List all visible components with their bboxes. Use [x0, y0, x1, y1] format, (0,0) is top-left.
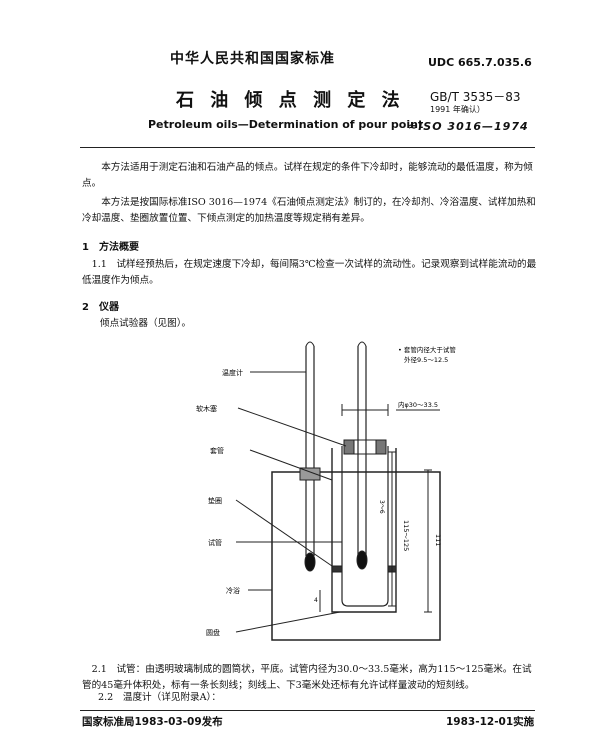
- leader-jacket: [249, 449, 333, 481]
- jacket-tube: [331, 448, 397, 613]
- test-thermometer: [357, 346, 367, 556]
- dim-inner-diameter: 内φ30～33.5: [398, 400, 438, 409]
- clause-2-1: 2.1 试管：由透明玻璃制成的圆筒状，平底。试管内径为30.0～33.5毫米，高…: [82, 664, 532, 691]
- leader-cork: [237, 407, 347, 447]
- cooling-bath: [271, 471, 441, 641]
- label-disk: 圆盘: [206, 628, 220, 637]
- note-jacket-diameter: • 套管内径大于试管: [398, 345, 456, 354]
- issuing-org: 中华人民共和国国家标准: [170, 51, 335, 67]
- gb-revision: 1991 年确认）: [430, 105, 485, 114]
- section-2-heading: 2 仪器: [82, 302, 119, 313]
- english-title: Petroleum oils—Determination of pour poi…: [148, 118, 424, 131]
- dim-111: 111: [434, 534, 442, 546]
- dim-4: 4: [314, 597, 318, 604]
- leader-disk: [235, 611, 341, 633]
- clause-2-2: 2.2 温度计（详见附录A）：: [98, 692, 221, 703]
- label-jacket: 套管: [210, 446, 224, 455]
- inner-diameter-dimension: [341, 404, 389, 416]
- dim-height: 115～125: [402, 520, 410, 551]
- gb-code: GB/T 3535－83: [430, 90, 521, 104]
- test-tube: [341, 446, 389, 607]
- gasket: [331, 565, 343, 573]
- leader-gasket: [235, 499, 333, 567]
- bath-thermometer: [305, 346, 315, 556]
- page-title: 石 油 倾 点 测 定 法: [176, 90, 405, 111]
- effective-date: 1983-12-01实施: [446, 716, 535, 728]
- clause-2-intro: 倾点试验器（见图）。: [100, 318, 192, 329]
- label-cork: 软木塞: [196, 404, 217, 413]
- label-gasket: 垫圈: [208, 496, 222, 505]
- height-dimension: [388, 451, 396, 607]
- iso-reference: ≈ISO 3016—1974: [408, 120, 529, 133]
- dim-3-6: 3～6: [378, 500, 385, 514]
- header-rule: [80, 147, 535, 148]
- issued-date: 国家标准局1983-03-09发布: [82, 716, 223, 728]
- footer-rule: [80, 710, 535, 711]
- intro-paragraph-1: 本方法适用于测定石油和石油产品的倾点。试样在规定的条件下冷却时，能够流动的最低温…: [82, 162, 533, 189]
- clause-1-1: 1.1 试样经预热后，在规定速度下冷却，每间隔3℃检查一次试样的流动性。记录观察…: [82, 259, 537, 286]
- intro-paragraph-2: 本方法是按国际标准ISO 3016—1974《石油倾点测定法》制订的，在冷却剂、…: [82, 197, 536, 224]
- label-bath: 冷浴: [226, 586, 240, 595]
- dimension-111: [424, 469, 432, 613]
- label-tube: 试管: [208, 538, 222, 547]
- pour-point-apparatus-diagram: 温度计 软木塞 套管 垫圈 试管 冷浴 圆盘 • 套管内径大于试管 外径9.5～…: [196, 341, 456, 641]
- note-outer-diameter: 外径9.5～12.5: [404, 355, 448, 364]
- udc-code: UDC 665.7.035.6: [428, 56, 532, 69]
- label-thermometer: 温度计: [222, 368, 243, 377]
- section-1-heading: 1 方法概要: [82, 242, 139, 253]
